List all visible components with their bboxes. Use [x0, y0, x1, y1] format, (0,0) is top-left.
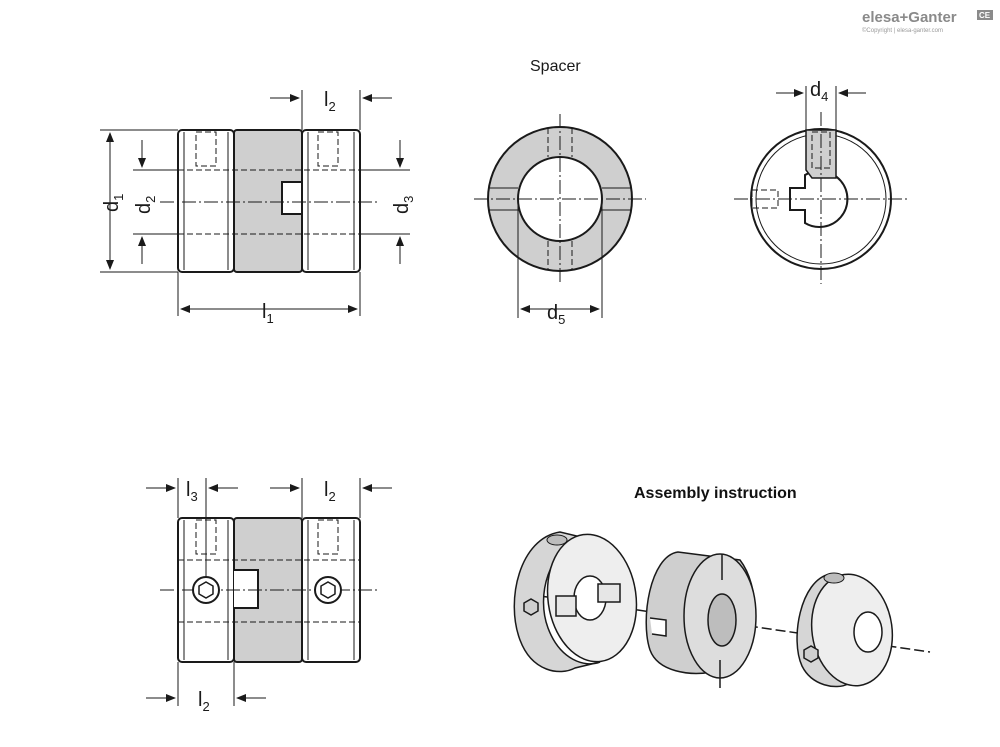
dim-l2-top-label: l2: [324, 89, 336, 114]
dim-d4-label: d4: [810, 79, 828, 104]
spacer-slot: [281, 181, 302, 215]
dim-d3-label: d3: [391, 196, 416, 214]
clamp-screw-section: [805, 129, 837, 179]
hex-socket-icon: [523, 598, 539, 616]
left-hub: [177, 129, 235, 273]
hub-end-view: [734, 86, 908, 284]
dim-d5-label: d5: [547, 302, 565, 327]
dim-l1-label: l1: [262, 301, 274, 326]
assembly-title: Assembly instruction: [634, 485, 797, 502]
copyright-text: ©Copyright | elesa-ganter.com: [862, 27, 943, 34]
spacer-title: Spacer: [530, 58, 581, 75]
right-hub: [301, 129, 361, 273]
left-hub-3d-side: [513, 531, 601, 673]
hex-socket-icon: [320, 581, 336, 599]
coupling-side-view-2: [146, 478, 392, 706]
spacer-front-view: [474, 114, 646, 318]
brand-name: elesa+Ganter: [862, 9, 957, 26]
brand-logo: elesa+Ganter ©Copyright | elesa-ganter.c…: [862, 9, 993, 34]
ce-mark-icon: [977, 10, 993, 20]
coupling-side-view: [100, 90, 410, 316]
hex-socket-icon: [198, 581, 214, 599]
dim-l2-bottom-label: l2: [198, 689, 210, 714]
dim-d2-label: d2: [133, 196, 158, 214]
hex-socket-icon: [803, 645, 819, 663]
spacer-slot-2: [234, 569, 259, 609]
assembly-illustration: [513, 531, 931, 688]
dim-l3-label: l3: [186, 479, 198, 504]
right-hub-3d-face: [810, 573, 894, 687]
ce-mark-text: CE: [979, 11, 991, 20]
dim-d1-label: d1: [101, 194, 126, 212]
dim-l2-bottom-right-label: l2: [324, 479, 336, 504]
